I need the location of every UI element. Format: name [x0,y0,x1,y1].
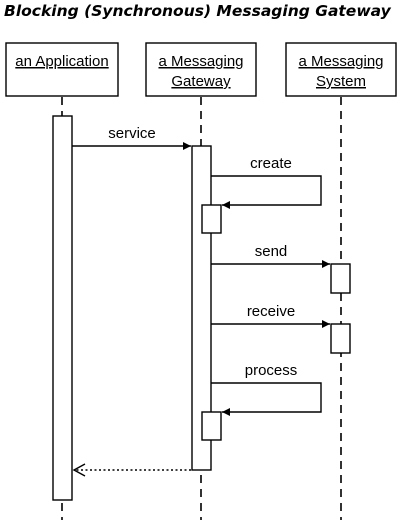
participant-system-label-line2: System [316,73,366,90]
message-service-label: service [108,125,156,142]
participant-app: an Application [5,42,119,97]
participant-app-label: an Application [15,53,108,70]
message-create: create [211,155,322,209]
participant-gateway-label-line2: Gateway [171,73,231,90]
message-receive-label: receive [247,303,295,320]
participant-system: a Messaging System [285,42,397,97]
activation-gateway-create [201,204,222,234]
participant-system-label-line1: a Messaging [298,53,383,70]
activation-gateway-process [201,411,222,441]
activation-system-send [330,263,351,294]
message-process: process [211,362,322,416]
message-create-label: create [250,155,292,172]
message-send: send [211,243,330,268]
participant-gateway: a Messaging Gateway [145,42,257,97]
participant-gateway-label-line1: a Messaging [158,53,243,70]
message-process-label: process [245,362,298,379]
message-service: service [72,125,191,150]
diagram-title: Blocking (Synchronous) Messaging Gateway [4,2,391,20]
activation-system-receive [330,323,351,354]
activation-app [52,115,73,501]
message-send-label: send [255,243,288,260]
message-return [72,463,191,477]
message-receive: receive [211,303,330,328]
